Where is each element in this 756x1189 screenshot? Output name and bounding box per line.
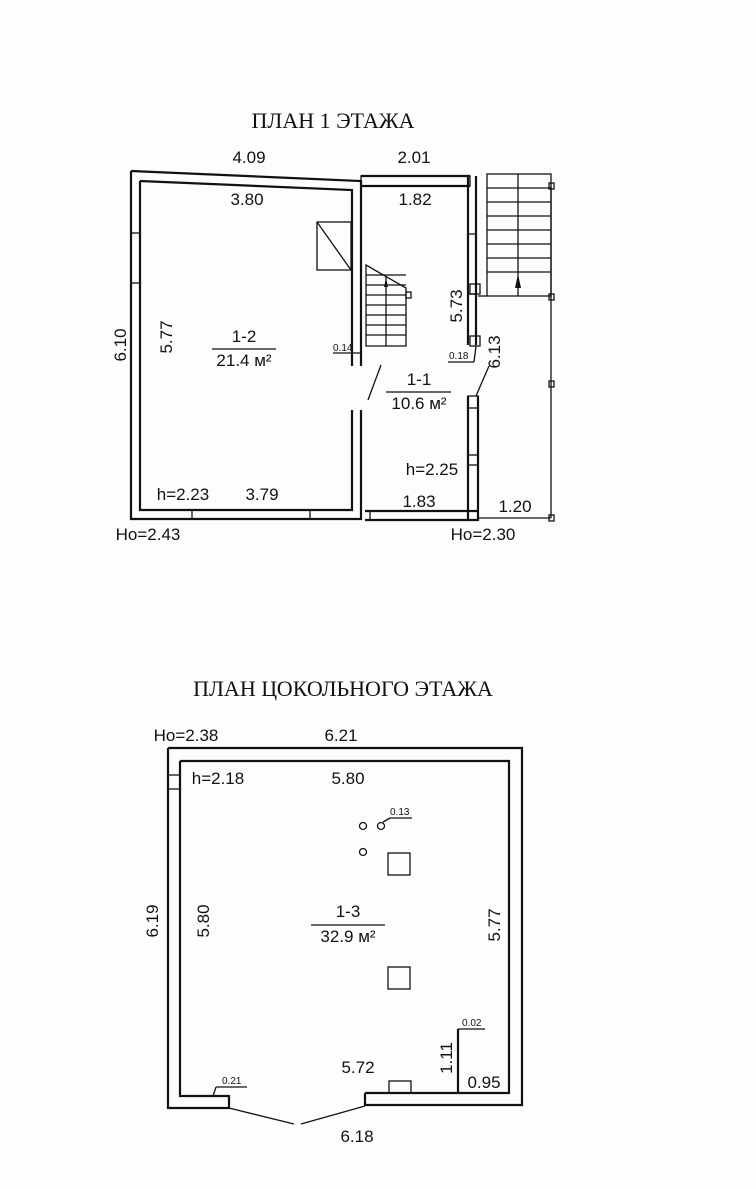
plan0-labels: Ho=2.38 6.21 h=2.18 5.80 6.19 5.80 5.77 …	[143, 726, 504, 1146]
dim-6-10: 6.10	[111, 328, 130, 361]
dim-0-02: 0.02	[462, 1018, 482, 1029]
room-1-3-id: 1-3	[336, 902, 361, 921]
height-h-right: h=2.25	[406, 460, 458, 479]
plan1-title: ПЛАН 1 ЭТАЖА	[252, 108, 415, 133]
inner-stair	[365, 263, 412, 347]
height-h-left: h=2.23	[157, 485, 209, 504]
dim-0-95: 0.95	[467, 1073, 500, 1092]
dim-3-80: 3.80	[230, 190, 263, 209]
pipe-icon	[358, 847, 368, 857]
dim-1-83: 1.83	[402, 492, 435, 511]
column-square	[387, 852, 411, 876]
dim-4-09: 4.09	[232, 148, 265, 167]
dim-1-20: 1.20	[498, 497, 531, 516]
height-h: h=2.18	[192, 769, 244, 788]
plan1-walls	[129, 169, 555, 522]
dim-5-72: 5.72	[341, 1058, 374, 1077]
dim-5-80-top: 5.80	[331, 769, 364, 788]
outer-stair	[478, 173, 555, 522]
dim-5-73: 5.73	[447, 289, 466, 322]
dim-0-13: 0.13	[390, 807, 410, 818]
height-ho: Ho=2.38	[154, 726, 219, 745]
room-1-2-id: 1-2	[232, 327, 257, 346]
room-1-1-area: 10.6 м²	[391, 394, 446, 413]
dim-5-80-left: 5.80	[194, 904, 213, 937]
dim-0-21: 0.21	[222, 1076, 242, 1087]
room-1-3-area: 32.9 м²	[320, 927, 375, 946]
dim-6-19: 6.19	[143, 904, 162, 937]
room-1-1-id: 1-1	[407, 370, 432, 389]
dim-2-01: 2.01	[397, 148, 430, 167]
dim-0-14: 0.14	[333, 343, 353, 354]
dim-5-77: 5.77	[157, 320, 176, 353]
dim-1-11: 1.11	[437, 1042, 456, 1074]
plan0-title: ПЛАН ЦОКОЛЬНОГО ЭТАЖА	[193, 676, 493, 701]
plan0-walls	[166, 746, 524, 1125]
height-ho-left: Ho=2.43	[116, 525, 181, 544]
dim-5-77: 5.77	[485, 908, 504, 941]
pipe-icon	[376, 821, 386, 831]
room-1-2-area: 21.4 м²	[216, 351, 271, 370]
height-ho-right: Ho=2.30	[451, 525, 516, 544]
dim-0-18: 0.18	[449, 351, 469, 362]
dim-6-21: 6.21	[324, 726, 357, 745]
dim-1-82: 1.82	[398, 190, 431, 209]
dim-3-79: 3.79	[245, 485, 278, 504]
plan1-labels: 4.09 3.80 2.01 1.82 6.10 5.77 5.73 6.13 …	[111, 148, 532, 544]
pipe-icon	[358, 821, 368, 831]
column-square	[387, 966, 411, 990]
dim-6-18: 6.18	[340, 1127, 373, 1146]
dim-6-13: 6.13	[485, 335, 504, 368]
